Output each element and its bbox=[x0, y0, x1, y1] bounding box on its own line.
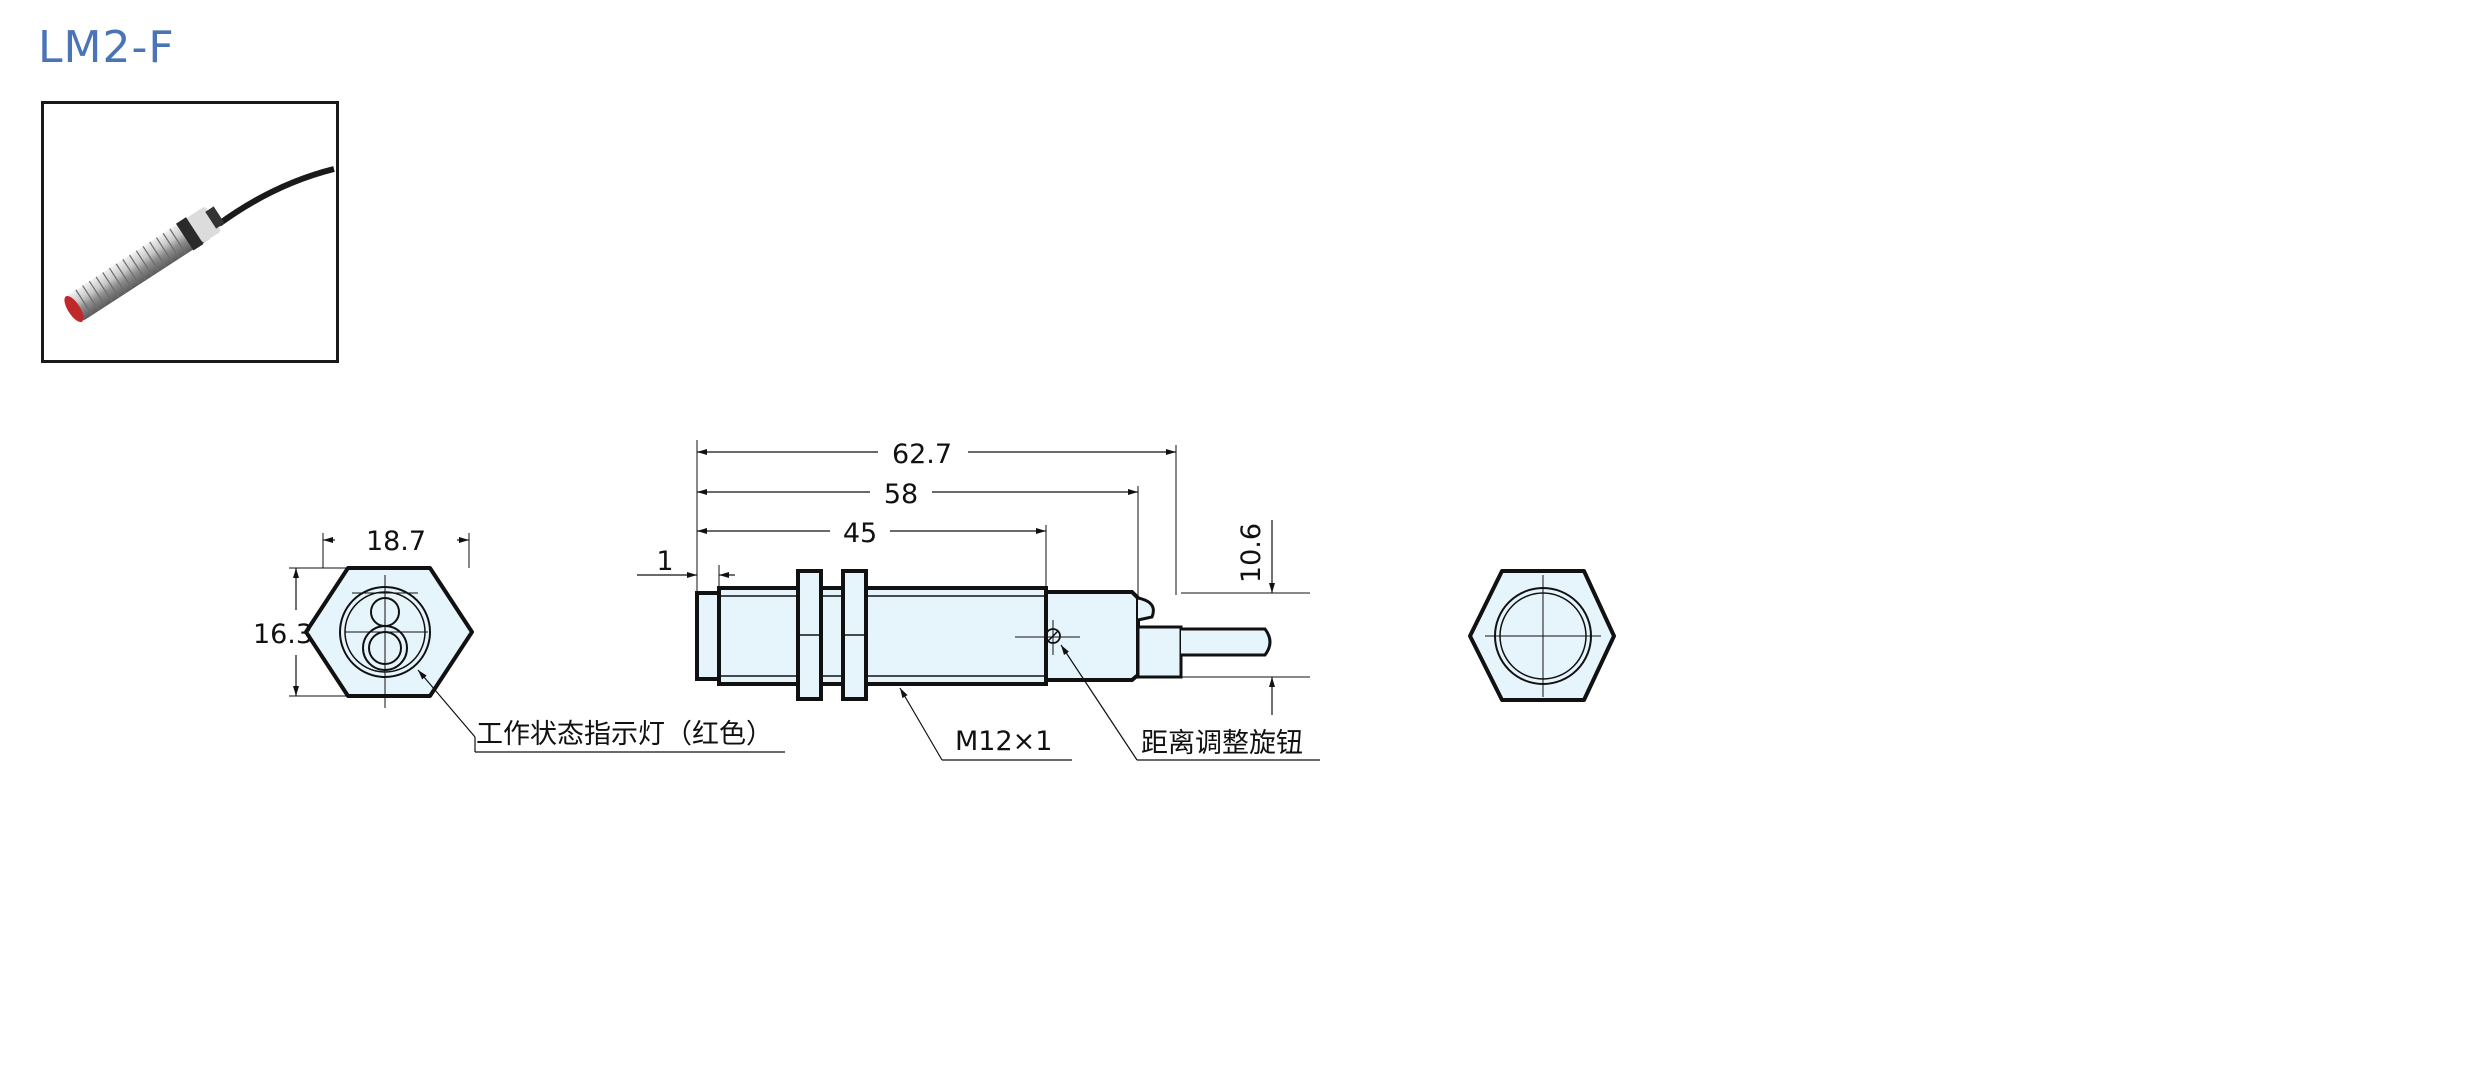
thread-label: M12×1 bbox=[955, 726, 1052, 757]
thread-length-dim: 45 bbox=[843, 518, 877, 549]
rear-view bbox=[1468, 569, 1616, 702]
housing-length-dim: 58 bbox=[884, 479, 918, 510]
product-photo bbox=[41, 101, 339, 363]
knob-label: 距离调整旋钮 bbox=[1141, 728, 1303, 759]
indicator-label: 工作状态指示灯（红色） bbox=[476, 719, 773, 750]
face-offset-dim: 1 bbox=[656, 546, 673, 577]
cylindrical-proximity-sensor-photo bbox=[64, 166, 335, 322]
model-title: LM2-F bbox=[38, 22, 175, 73]
front-width-dim: 18.7 bbox=[366, 526, 426, 557]
front-height-dim: 16.3 bbox=[253, 619, 313, 650]
side-view: 62.7 58 45 1 10.6 M12×1 距离调整旋钮 bbox=[637, 439, 1320, 761]
overall-length-dim: 62.7 bbox=[892, 439, 952, 470]
front-view: 18.7 16.3 工作状态指示灯（红色） bbox=[253, 526, 785, 753]
cable-height-dim: 10.6 bbox=[1236, 523, 1267, 583]
